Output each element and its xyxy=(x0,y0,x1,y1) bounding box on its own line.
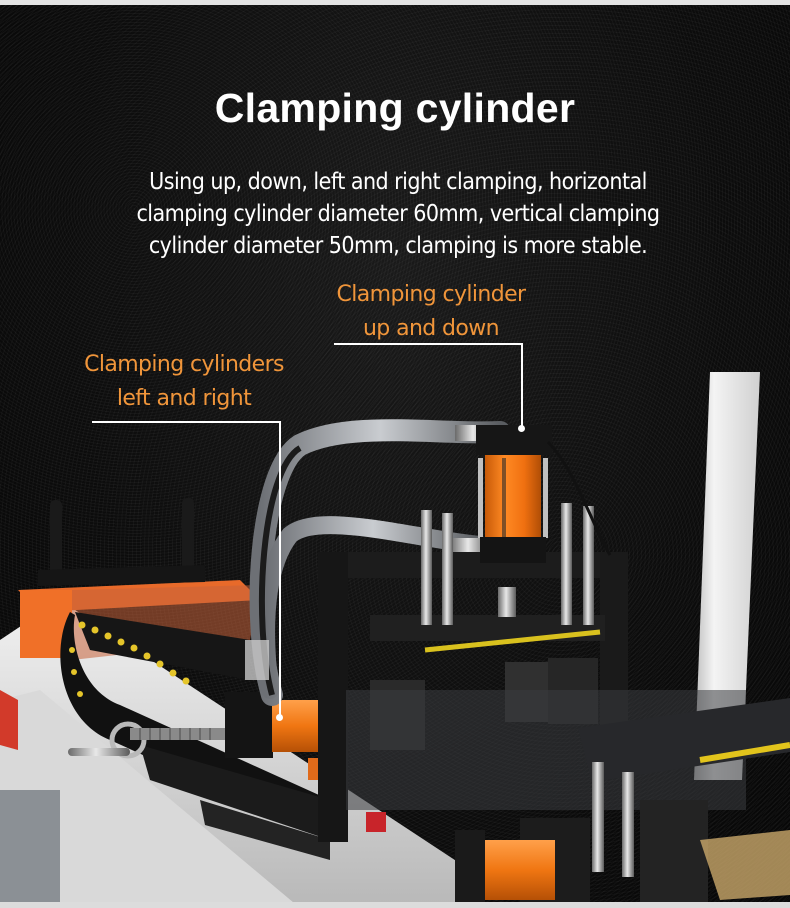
callout-left-right: Clamping cylinders left and right xyxy=(66,348,302,416)
top-divider xyxy=(0,0,790,5)
callout-up-down-line1: Clamping cylinder xyxy=(336,282,527,307)
leader-line-left-right-horizontal xyxy=(92,421,281,423)
leader-line-up-down-vertical xyxy=(521,343,523,428)
leader-line-up-down-horizontal xyxy=(334,343,523,345)
callout-left-right-line2: left and right xyxy=(116,386,252,411)
callout-left-right-line1: Clamping cylinders xyxy=(84,352,284,377)
callout-up-down: Clamping cylinder up and down xyxy=(316,278,546,346)
feature-description: Using up, down, left and right clamping,… xyxy=(136,169,660,259)
bottom-divider xyxy=(0,902,790,908)
leader-line-left-right-vertical xyxy=(279,421,281,716)
callout-up-down-line2: up and down xyxy=(362,316,500,341)
page-title: Clamping cylinder xyxy=(214,85,576,132)
leader-dot-up-down xyxy=(518,425,525,432)
leader-dot-left-right xyxy=(276,714,283,721)
